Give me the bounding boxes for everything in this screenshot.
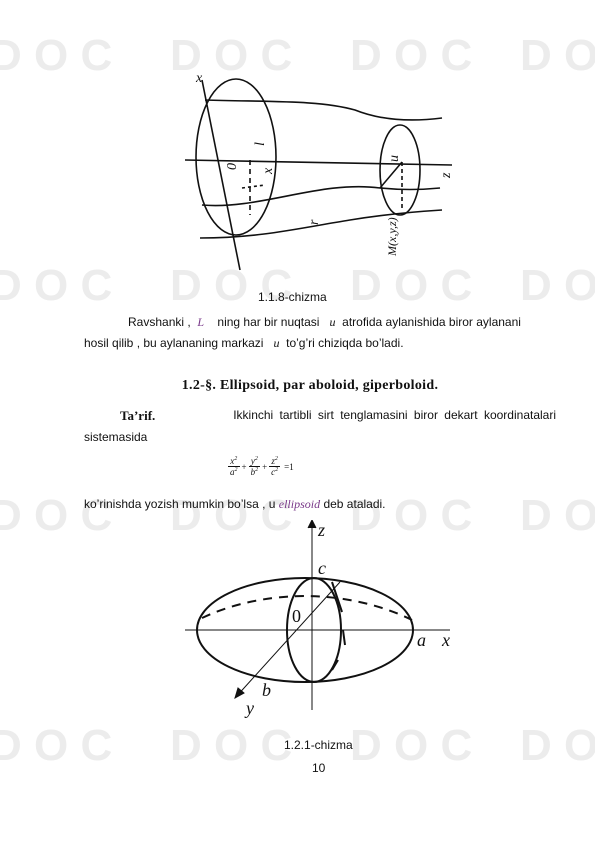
svg-text:D O C: D O C bbox=[0, 261, 112, 310]
fig2-label-zero: 0 bbox=[292, 606, 301, 626]
fig2-label-a: a bbox=[417, 630, 426, 650]
fig2-label-y: y bbox=[244, 698, 254, 718]
fig1-label-xi: x bbox=[261, 167, 276, 175]
figure-ellipsoid: z c 0 a x b y bbox=[185, 520, 450, 718]
p1-L: L bbox=[197, 315, 205, 329]
big-ellipse bbox=[195, 78, 277, 236]
figure-surface-of-revolution: x l 0 x u z M(x,y,z) r bbox=[184, 71, 454, 271]
p3-text: ko’rinishda yozish mumkin bo’lsa , u bbox=[84, 497, 276, 511]
p1-line2a: hosil qilib , bu aylananing markazi bbox=[84, 336, 264, 350]
p2-text1: Ikkinchi tartibli sirt tenglamasini biro… bbox=[233, 408, 556, 422]
radius-line bbox=[379, 161, 403, 189]
svg-text:D O C: D O C bbox=[170, 721, 292, 770]
svg-text:D O C: D O C bbox=[170, 491, 292, 540]
p1-part1: Ravshanki , bbox=[128, 315, 191, 329]
paragraph-3: ko’rinishda yozish mumkin bo’lsa , u ell… bbox=[84, 494, 556, 515]
svg-text:D O C: D O C bbox=[0, 491, 112, 540]
fig2-label-b: b bbox=[262, 680, 271, 700]
fig2-label-c: c bbox=[318, 558, 326, 578]
svg-text:D O C: D O C bbox=[170, 31, 292, 80]
fig1-label-r: r bbox=[307, 219, 322, 225]
definition-term: Ta’rif. bbox=[120, 408, 156, 423]
p3-term: ellipsoid bbox=[278, 497, 321, 511]
fig1-label-u: u bbox=[387, 155, 402, 162]
ellipsoid-inner-dashes bbox=[331, 581, 346, 671]
svg-text:D O C: D O C bbox=[350, 31, 472, 80]
page-number: 10 bbox=[312, 761, 326, 775]
p1-u2: u bbox=[273, 336, 280, 350]
svg-text:D O C: D O C bbox=[350, 491, 472, 540]
svg-text:D O: D O bbox=[520, 491, 595, 540]
svg-text:D O C: D O C bbox=[170, 261, 292, 310]
axis-z-arrow bbox=[307, 520, 317, 529]
p1-part2: ning har bir nuqtasi bbox=[217, 315, 320, 329]
ellipsoid-equation: x2 a2 + y2 b2 + z2 c2 =1 bbox=[228, 456, 294, 477]
small-ellipse bbox=[379, 124, 421, 216]
fig1-label-l: l bbox=[253, 142, 268, 146]
figure1-caption: 1.1.8-chizma bbox=[258, 290, 327, 304]
fig1-label-x: x bbox=[195, 71, 203, 86]
paragraph-1: Ravshanki , L ning har bir nuqtasi u atr… bbox=[84, 312, 556, 354]
fig1-label-zero: 0 bbox=[225, 163, 240, 170]
axis-y bbox=[234, 581, 341, 699]
lower-curve bbox=[199, 209, 443, 239]
p1-u: u bbox=[329, 315, 336, 329]
svg-text:D O C: D O C bbox=[0, 721, 112, 770]
p1-part3: atrofida aylanishida biror aylanani bbox=[342, 315, 521, 329]
middle-curve-L bbox=[201, 185, 441, 207]
svg-text:D O: D O bbox=[520, 261, 595, 310]
section-heading: 1.2-§. Ellipsoid, par aboloid, giperbolo… bbox=[181, 378, 439, 393]
svg-text:D O: D O bbox=[520, 31, 595, 80]
svg-text:D O C: D O C bbox=[350, 721, 472, 770]
p1-line2b: to’g’ri chiziqda bo’ladi. bbox=[286, 336, 404, 350]
fig1-label-M: M(x,y,z) bbox=[385, 217, 399, 257]
upper-curve bbox=[204, 99, 443, 121]
axis-x-line bbox=[201, 79, 241, 271]
axis-y-arrow bbox=[234, 687, 245, 700]
p2-text2: sistemasida bbox=[84, 430, 148, 444]
fig2-label-x: x bbox=[441, 630, 450, 650]
p3-tail: deb ataladi. bbox=[323, 497, 386, 511]
svg-text:D O: D O bbox=[520, 721, 595, 770]
axis-z-line bbox=[184, 159, 453, 166]
paragraph-2: Ta’rif. Ikkinchi tartibli sirt tenglamas… bbox=[84, 405, 556, 448]
fig2-label-z: z bbox=[317, 520, 325, 540]
svg-text:D O C: D O C bbox=[350, 261, 472, 310]
fig1-label-z: z bbox=[439, 172, 454, 179]
ellipsoid-back-dashes bbox=[201, 594, 413, 621]
figure2-caption: 1.2.1-chizma bbox=[284, 738, 353, 752]
svg-text:D O C: D O C bbox=[0, 31, 112, 80]
